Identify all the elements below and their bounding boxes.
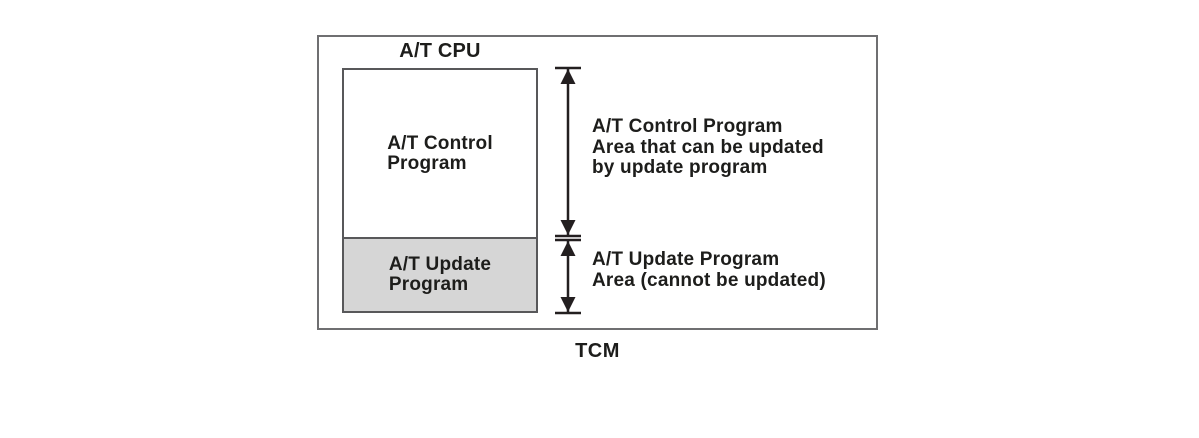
- span-arrows: [555, 66, 581, 315]
- cpu-title-label: A/T CPU: [399, 40, 481, 62]
- arrowhead-down-icon: [560, 220, 576, 235]
- arrowhead-up-icon: [560, 69, 576, 84]
- tcm-label: TCM: [575, 340, 620, 362]
- update-area-arrow: [555, 238, 581, 315]
- update-program-label: A/T Update Program: [388, 254, 492, 295]
- cpu-memory-box: A/T Control Program A/T Update Program: [342, 68, 538, 313]
- update-program-section: A/T Update Program: [344, 237, 536, 311]
- control-program-label: A/T Control Program: [387, 132, 493, 174]
- arrowhead-up-icon: [560, 241, 576, 256]
- update-area-note: A/T Update Program Area (cannot be updat…: [592, 249, 826, 291]
- control-program-section: A/T Control Program: [344, 70, 536, 237]
- control-area-arrow: [555, 66, 581, 238]
- arrowhead-down-icon: [560, 297, 576, 312]
- control-area-note: A/T Control Program Area that can be upd…: [592, 116, 824, 178]
